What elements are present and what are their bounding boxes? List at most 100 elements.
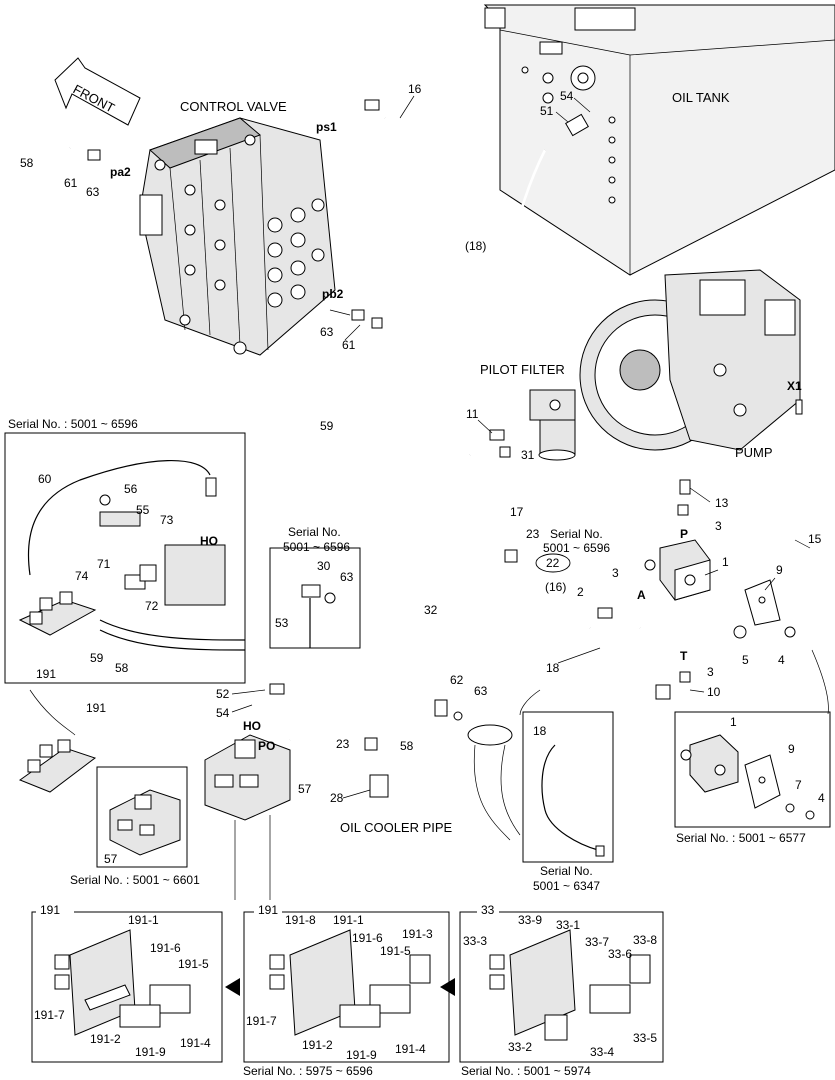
manifold-191-label: 191 bbox=[86, 701, 106, 715]
right-inset-part-7: 7 bbox=[795, 778, 802, 792]
bottom-panel-2-item-191-9: 191-9 bbox=[346, 1048, 377, 1062]
oil-cooler-pipe-label: OIL COOLER PIPE bbox=[340, 820, 453, 835]
valve-inset-parts bbox=[109, 789, 181, 856]
bottom-panel-3-item-33-1: 33-1 bbox=[556, 918, 580, 932]
left-inset-parts bbox=[18, 459, 246, 651]
front-arrow bbox=[54, 57, 141, 126]
left-inset-part-74: 74 bbox=[75, 569, 89, 583]
part-3-c: 3 bbox=[707, 665, 714, 679]
valve-inset-part-57: 57 bbox=[104, 852, 118, 866]
part-3-a: 3 bbox=[715, 519, 722, 533]
oil-tank bbox=[483, 4, 835, 276]
bottom-panel-3-item-33-5: 33-5 bbox=[633, 1031, 657, 1045]
bottom-panel-3-item-33-4: 33-4 bbox=[590, 1045, 614, 1059]
bottom-panel-1-item-191-6: 191-6 bbox=[150, 941, 181, 955]
hose18-inset-parts bbox=[519, 689, 605, 857]
part-57: 57 bbox=[298, 782, 312, 796]
left-inset-part-60: 60 bbox=[38, 472, 52, 486]
bottom-panel-1-item-191-9: 191-9 bbox=[135, 1045, 166, 1059]
part-28: 28 bbox=[330, 791, 344, 805]
part-10: 10 bbox=[707, 685, 721, 699]
bottom-panel-2-item-191-8: 191-8 bbox=[285, 913, 316, 927]
valve-57 bbox=[204, 734, 291, 900]
part-59: 59 bbox=[320, 419, 334, 433]
bottom-panel-3-item-33-8: 33-8 bbox=[633, 933, 657, 947]
part-16-ref: (16) bbox=[545, 580, 566, 594]
left-inset-serial: Serial No. : 5001 ~ 6596 bbox=[8, 417, 138, 431]
port-ps1: ps1 bbox=[316, 120, 337, 134]
part-16: 16 bbox=[408, 82, 422, 96]
mid-inset-part-30: 30 bbox=[317, 559, 331, 573]
part-22: 22 bbox=[546, 556, 560, 570]
bottom-panel-2 bbox=[243, 911, 450, 1063]
port-pb2: pb2 bbox=[322, 287, 344, 301]
left-inset-part-71: 71 bbox=[97, 557, 111, 571]
bottom-panel-3-title: 33 bbox=[481, 903, 495, 917]
part-23-a: 23 bbox=[526, 527, 540, 541]
part-62: 62 bbox=[450, 673, 464, 687]
bottom-panel-3-item-33-7: 33-7 bbox=[585, 935, 609, 949]
part-54-a: 54 bbox=[560, 89, 574, 103]
part-3-b: 3 bbox=[612, 566, 619, 580]
part-2: 2 bbox=[577, 585, 584, 599]
part-58: 58 bbox=[20, 156, 34, 170]
right-inset-part-9: 9 bbox=[788, 742, 795, 756]
bottom-panel-2-item-191-2: 191-2 bbox=[302, 1038, 333, 1052]
part-63-c: 63 bbox=[474, 684, 488, 698]
part-11: 11 bbox=[466, 407, 479, 421]
left-inset-part-59: 59 bbox=[90, 651, 104, 665]
bottom-panel-2-item-191-5: 191-5 bbox=[380, 944, 411, 958]
control-valve bbox=[139, 117, 336, 356]
right-inset-parts bbox=[680, 649, 829, 820]
bottom-panel-3-item-33-9: 33-9 bbox=[518, 913, 542, 927]
right-inset-serial: Serial No. : 5001 ~ 6577 bbox=[676, 831, 806, 845]
part-31: 31 bbox=[521, 448, 535, 462]
mid-inset-serial-line1: Serial No. bbox=[288, 525, 341, 539]
hose18-inset-serial-line2: 5001 ~ 6347 bbox=[533, 879, 600, 893]
manifold-191 bbox=[18, 689, 97, 793]
pilot-filter-label: PILOT FILTER bbox=[480, 362, 565, 377]
bottom-panel-2-title: 191 bbox=[258, 903, 278, 917]
part-9: 9 bbox=[776, 563, 783, 577]
right-inset-part-4: 4 bbox=[818, 791, 825, 805]
bottom-panel-3-item-33-3: 33-3 bbox=[463, 934, 487, 948]
part-63-b: 63 bbox=[320, 325, 334, 339]
serial-22-line2: 5001 ~ 6596 bbox=[543, 541, 610, 555]
part-13: 13 bbox=[715, 496, 729, 510]
part-1: 1 bbox=[722, 555, 729, 569]
arrow-left-2-icon bbox=[440, 978, 455, 996]
part-51: 51 bbox=[540, 104, 554, 118]
mid-inset-serial-line2: 5001 ~ 6596 bbox=[283, 540, 350, 554]
arrow-left-1-icon bbox=[225, 978, 240, 996]
port-ho: HO bbox=[243, 719, 261, 733]
mid-inset-box bbox=[269, 547, 361, 649]
part-22-circle bbox=[535, 553, 571, 573]
part-63-a: 63 bbox=[86, 185, 100, 199]
oil-tank-label: OIL TANK bbox=[672, 90, 730, 105]
bottom-panel-2-item-191-1: 191-1 bbox=[333, 913, 364, 927]
bottom-panel-1 bbox=[31, 911, 223, 1063]
right-inset-part-1: 1 bbox=[730, 715, 737, 729]
pump bbox=[579, 269, 801, 451]
bottom-panel-1-title: 191 bbox=[40, 903, 60, 917]
fittings bbox=[87, 99, 803, 841]
port-pa2: pa2 bbox=[110, 165, 131, 179]
port-x1: X1 bbox=[787, 379, 802, 393]
part-5: 5 bbox=[742, 653, 749, 667]
bottom-panel-3-item-33-2: 33-2 bbox=[508, 1040, 532, 1054]
left-inset-port-ho: HO bbox=[200, 534, 218, 548]
part-23-b: 23 bbox=[336, 737, 350, 751]
pump-label: PUMP bbox=[735, 445, 773, 460]
bottom-panel-3-item-33-6: 33-6 bbox=[608, 947, 632, 961]
left-inset-part-73: 73 bbox=[160, 513, 174, 527]
pilot-block bbox=[644, 539, 796, 639]
bottom-panel-2-serial: Serial No. : 5975 ~ 6596 bbox=[243, 1064, 373, 1078]
part-58-b: 58 bbox=[400, 739, 414, 753]
bottom-panel-3 bbox=[459, 911, 664, 1063]
part-17: 17 bbox=[510, 505, 524, 519]
control-valve-label: CONTROL VALVE bbox=[180, 99, 287, 114]
part-18-ref: (18) bbox=[465, 239, 486, 253]
mid-inset-part-53: 53 bbox=[275, 616, 289, 630]
bottom-panel-3-serial: Serial No. : 5001 ~ 5974 bbox=[461, 1064, 591, 1078]
